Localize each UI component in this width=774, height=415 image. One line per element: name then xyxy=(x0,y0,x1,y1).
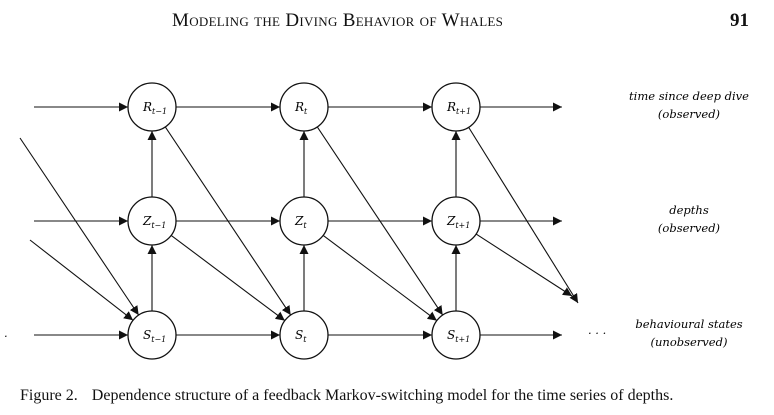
node-circle xyxy=(431,196,481,246)
node-R-tm1: Rt−1 xyxy=(127,82,177,132)
node-label-base: Z xyxy=(142,214,152,228)
edge-depth-to-next-state-1 xyxy=(322,234,438,322)
edge-incoming-diagonal-from-time xyxy=(19,137,140,316)
node-label: Zt xyxy=(294,214,307,230)
node-S-tp1: St+1 xyxy=(431,310,481,360)
node-label-subscript: t xyxy=(303,221,307,230)
node-label-base: S xyxy=(295,328,303,342)
node-label: Zt−1 xyxy=(142,214,166,230)
node-S-tm1: St−1 xyxy=(127,310,177,360)
caption-text: Dependence structure of a feedback Marko… xyxy=(91,387,674,404)
diagram-row-labels: time since deep dive (observed) depths (obs… xyxy=(629,89,749,349)
node-Z-tm1: Zt−1 xyxy=(127,196,177,246)
node-circle xyxy=(431,310,481,360)
edge-depth-to-next-state-0 xyxy=(170,234,286,322)
node-label-subscript: t+1 xyxy=(455,335,470,344)
row-label-line1: behavioural states xyxy=(635,317,742,331)
node-Z-tp1: Zt+1 xyxy=(431,196,481,246)
node-label: St xyxy=(295,328,307,344)
node-R-t: Rt xyxy=(279,82,329,132)
node-label-subscript: t−1 xyxy=(151,335,166,344)
diagram-edges xyxy=(19,102,579,340)
node-label-subscript: t−1 xyxy=(151,221,166,230)
node-circle xyxy=(127,82,177,132)
node-label: St+1 xyxy=(447,328,470,344)
node-label-subscript: t xyxy=(304,107,308,116)
row-label-line1: time since deep dive xyxy=(629,89,749,103)
edge-time-to-next-state-1 xyxy=(316,126,444,316)
ellipsis-right: · · · xyxy=(588,326,606,340)
node-label: Rt xyxy=(294,100,308,116)
node-label: Zt+1 xyxy=(446,214,470,230)
edge-time-to-next-state-0 xyxy=(164,126,292,316)
node-label: St−1 xyxy=(143,328,166,344)
node-circle xyxy=(127,310,177,360)
node-label-subscript: t+1 xyxy=(456,107,471,116)
row-label-line2: (observed) xyxy=(658,221,720,235)
node-label-base: S xyxy=(143,328,151,342)
edge-outgoing-diagonal-from-depth xyxy=(475,233,573,297)
node-Z-t: Zt xyxy=(279,196,329,246)
running-header-title: Modeling the Diving Behavior of Whales xyxy=(172,10,504,31)
node-label-base: Z xyxy=(446,214,456,228)
edge-outgoing-diagonal-from-time xyxy=(468,127,579,304)
node-circle xyxy=(279,310,329,360)
node-label-subscript: t+1 xyxy=(455,221,470,230)
node-label-base: S xyxy=(447,328,455,342)
ellipsis-left: . xyxy=(4,326,8,340)
figure-caption: Figure 2. Dependence structure of a feedb… xyxy=(20,387,673,405)
node-circle xyxy=(279,82,329,132)
node-circle xyxy=(127,196,177,246)
node-label-subscript: t xyxy=(303,335,307,344)
node-label-base: R xyxy=(142,100,152,114)
row-label-line2: (unobserved) xyxy=(651,335,728,349)
node-label-subscript: t−1 xyxy=(152,107,167,116)
node-R-tp1: Rt+1 xyxy=(431,82,481,132)
page-number: 91 xyxy=(730,10,749,31)
node-label-base: Z xyxy=(294,214,304,228)
edge-incoming-diagonal-from-depth xyxy=(29,239,134,321)
node-S-t: St xyxy=(279,310,329,360)
node-label: Rt−1 xyxy=(142,100,167,116)
row-label-line2: (observed) xyxy=(658,107,720,121)
node-label-base: R xyxy=(294,100,304,114)
row-label-line1: depths xyxy=(669,203,709,217)
node-circle xyxy=(279,196,329,246)
node-label: Rt+1 xyxy=(446,100,471,116)
caption-figure-number: Figure 2. xyxy=(20,387,78,404)
node-circle xyxy=(431,82,481,132)
node-label-base: R xyxy=(446,100,456,114)
